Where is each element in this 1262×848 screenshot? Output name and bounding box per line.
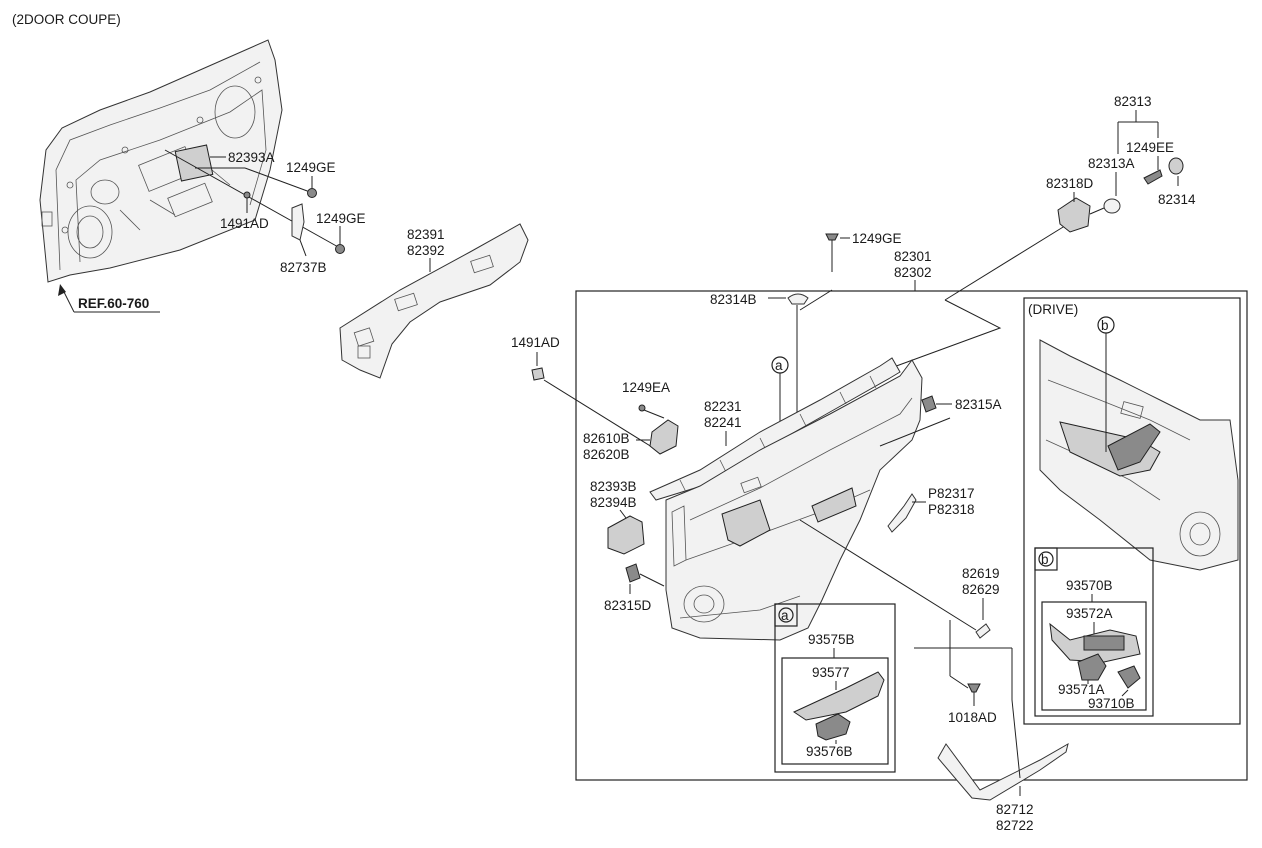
door-frame-panel <box>39 39 283 283</box>
screw-1249GE-c <box>825 233 839 241</box>
label-82315D[interactable]: 82315D <box>604 598 652 613</box>
diagram-title: (2DOOR COUPE) <box>12 12 121 27</box>
label-82231[interactable]: 82231 <box>704 399 742 414</box>
label-82318D[interactable]: 82318D <box>1046 176 1094 191</box>
main-assembly-box <box>575 290 1248 781</box>
door-trim-panel <box>665 359 923 641</box>
clip-1491AD-a <box>243 191 251 199</box>
drive-callout-b-text: b <box>1101 318 1109 333</box>
label-82629[interactable]: 82629 <box>962 582 1000 597</box>
label-82314[interactable]: 82314 <box>1158 192 1196 207</box>
label-82391[interactable]: 82391 <box>407 227 445 242</box>
label-82394B[interactable]: 82394B <box>590 495 637 510</box>
label-82241[interactable]: 82241 <box>704 415 742 430</box>
switch-93710B <box>1117 665 1141 689</box>
inset-b-callout: b <box>1041 552 1049 567</box>
clip-82315A <box>921 395 937 413</box>
label-82315A[interactable]: 82315A <box>955 397 1002 412</box>
part-P82317 <box>887 493 917 533</box>
bolt-1249EE <box>1143 169 1163 185</box>
handle-82610B <box>649 419 679 455</box>
label-1249GE-b[interactable]: 1249GE <box>316 211 366 226</box>
label-82313[interactable]: 82313 <box>1114 94 1152 109</box>
label-1491AD-b[interactable]: 1491AD <box>511 335 560 350</box>
label-82620B[interactable]: 82620B <box>583 447 630 462</box>
label-1249EA[interactable]: 1249EA <box>622 380 670 395</box>
switch-93571A <box>1077 653 1107 681</box>
label-93572A[interactable]: 93572A <box>1066 606 1113 621</box>
ref-label[interactable]: REF.60-760 <box>78 296 149 311</box>
switch-panel-93577 <box>792 671 885 721</box>
trim-82712 <box>937 742 1069 801</box>
label-93576B[interactable]: 93576B <box>806 744 853 759</box>
label-82712[interactable]: 82712 <box>996 802 1034 817</box>
bolt-1249GE-b <box>335 244 345 254</box>
label-82302[interactable]: 82302 <box>894 265 932 280</box>
cap-82314 <box>1168 157 1184 175</box>
inset-a-box <box>774 603 896 773</box>
label-1249GE-c[interactable]: 1249GE <box>852 231 902 246</box>
label-1018AD[interactable]: 1018AD <box>948 710 997 725</box>
switch-93576B <box>815 713 851 741</box>
label-P82317[interactable]: P82317 <box>928 486 975 501</box>
clip-1491AD-b <box>531 367 545 381</box>
bracket-82737B <box>291 203 305 241</box>
label-82610B[interactable]: 82610B <box>583 431 630 446</box>
label-82737B[interactable]: 82737B <box>280 260 327 275</box>
cap-82314B <box>787 293 809 305</box>
drive-box-title: (DRIVE) <box>1028 302 1078 317</box>
switch-row <box>1083 635 1125 651</box>
ref-arrow-head <box>58 284 66 296</box>
drive-door-illustration <box>1039 339 1239 571</box>
washer-82313A <box>1103 198 1121 214</box>
screw-1249EA <box>638 404 646 412</box>
screw-1018AD <box>967 683 981 693</box>
sealing-panel-82391 <box>339 223 529 379</box>
label-1491AD-a[interactable]: 1491AD <box>220 216 269 231</box>
label-93577[interactable]: 93577 <box>812 665 850 680</box>
label-93571A[interactable]: 93571A <box>1058 682 1105 697</box>
label-82393B[interactable]: 82393B <box>590 479 637 494</box>
inset-a-callout: a <box>781 608 789 623</box>
label-1249EE[interactable]: 1249EE <box>1126 140 1174 155</box>
label-82314B[interactable]: 82314B <box>710 292 757 307</box>
clip-82315D <box>625 563 641 583</box>
label-82619[interactable]: 82619 <box>962 566 1000 581</box>
callout-a-text: a <box>775 358 783 373</box>
inset-b-box <box>1034 547 1154 717</box>
drive-box <box>1023 297 1241 725</box>
bracket-82318D <box>1057 197 1091 233</box>
label-93570B[interactable]: 93570B <box>1066 578 1113 593</box>
cap-82619 <box>975 623 991 639</box>
label-82722[interactable]: 82722 <box>996 818 1034 833</box>
label-82301[interactable]: 82301 <box>894 249 932 264</box>
label-82392[interactable]: 82392 <box>407 243 445 258</box>
bracket-82393A <box>174 144 214 182</box>
inset-a-inner-box <box>781 657 889 765</box>
label-P82318[interactable]: P82318 <box>928 502 975 517</box>
label-1249GE-a[interactable]: 1249GE <box>286 160 336 175</box>
inset-b-inner-box <box>1041 601 1147 711</box>
label-82393A[interactable]: 82393A <box>228 150 275 165</box>
label-82313A[interactable]: 82313A <box>1088 156 1135 171</box>
label-93575B[interactable]: 93575B <box>808 632 855 647</box>
label-93710B[interactable]: 93710B <box>1088 696 1135 711</box>
bracket-82393B <box>607 515 645 555</box>
bolt-1249GE-a <box>307 188 317 198</box>
